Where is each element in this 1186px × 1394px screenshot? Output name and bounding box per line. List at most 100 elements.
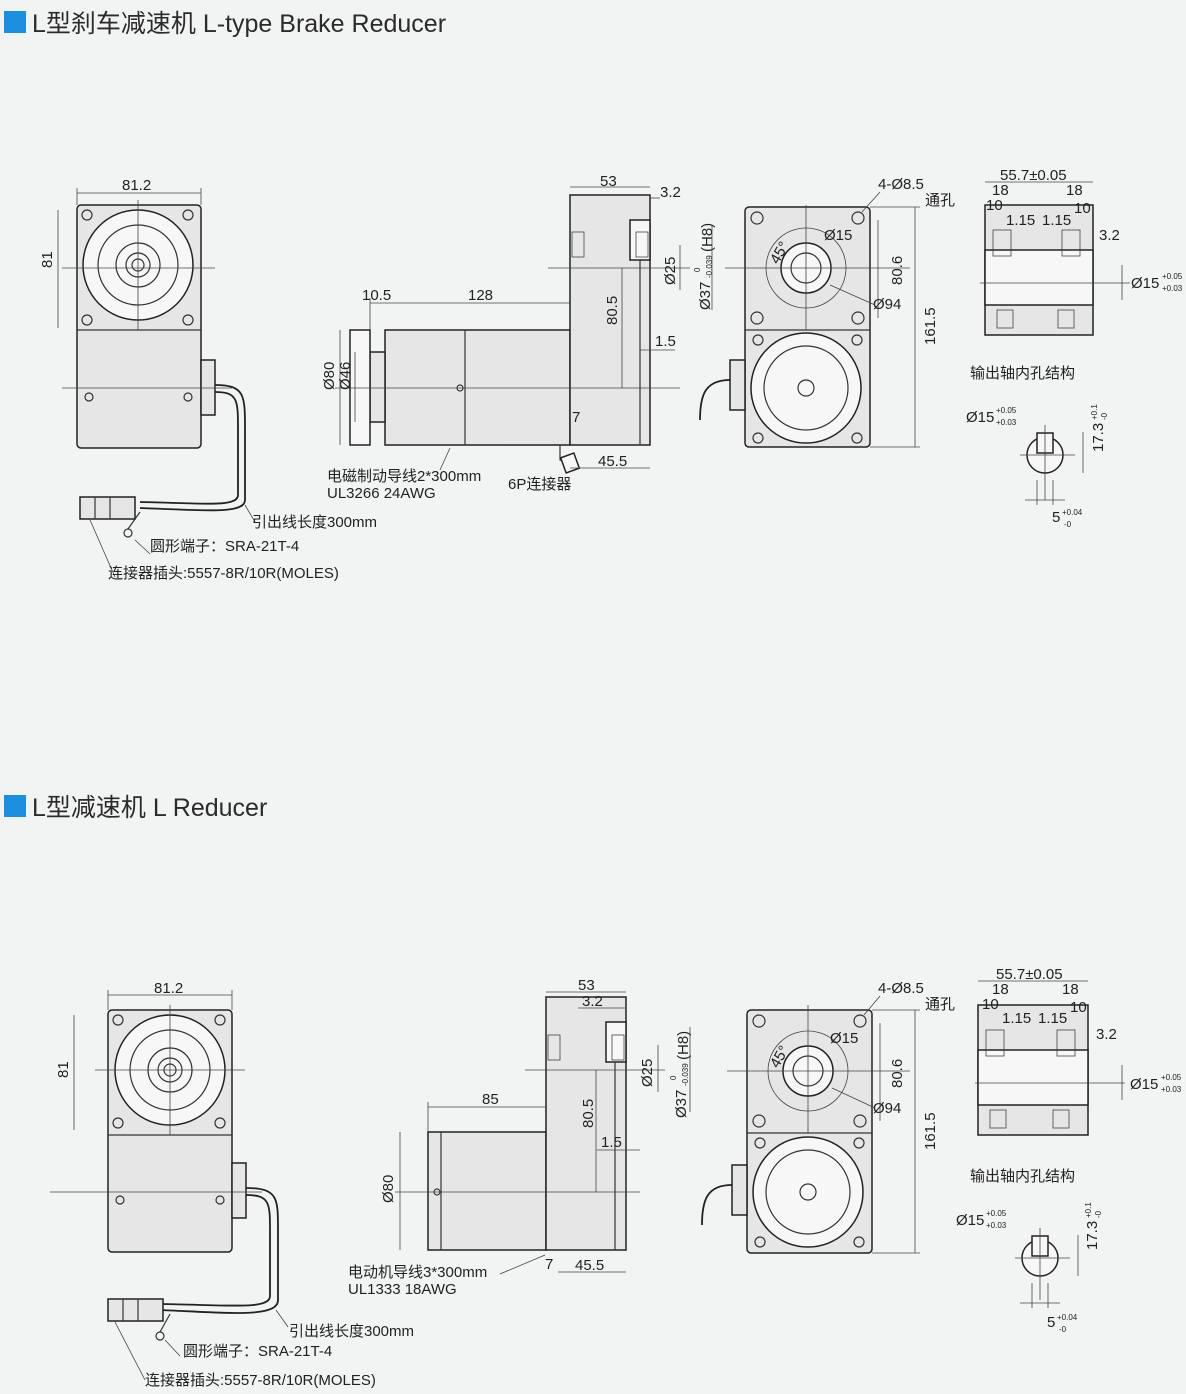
dim-detail-dia-tol-top: +0.05 (1161, 1073, 1182, 1082)
dim-detail-key-w-bot: -0 (1059, 1325, 1067, 1334)
end-view-brake: 161.5 80.6 4-Ø8.5 通孔 Ø15 45° Ø94 (699, 176, 955, 448)
dim-detail-key-h-bot: -0 (1094, 1210, 1103, 1218)
dim-front-height: 81 (39, 251, 56, 268)
note-plug: 连接器插头:5557-8R/10R(MOLES) (108, 565, 339, 582)
dim-end-d94: Ø94 (873, 1100, 901, 1117)
dim-detail-key-h: 17.3 (1084, 1221, 1101, 1250)
dim-front-width: 81.2 (122, 177, 151, 194)
dim-side-bore-tol-top: 0 (693, 267, 702, 272)
note-lead-a: 电动机导线3*300mm (348, 1264, 487, 1281)
dim-side-bore-tol: -0.039 (705, 255, 714, 278)
detail-caption: 输出轴内孔结构 (970, 1168, 1075, 1185)
note-terminal: 圆形端子：SRA-21T-4 (183, 1343, 332, 1360)
dim-end-h806: 80.6 (889, 256, 906, 285)
dim-side-bore: Ø37 (697, 282, 714, 310)
dim-side-g: 7 (572, 409, 580, 426)
dim-detail-key-w: 5 (1052, 509, 1060, 526)
side-view-reducer: 53 3.2 85 80.5 1.5 7 45.5 Ø80 Ø25 Ø37 0 … (145, 977, 692, 1389)
dim-detail-dia-tol-top: +0.05 (1162, 272, 1183, 281)
dim-detail-18a: 18 (992, 981, 1009, 998)
note-lead-len: 引出线长度300mm (289, 1323, 414, 1340)
dim-side-h: 45.5 (575, 1257, 604, 1274)
dim-detail-top: 55.7±0.05 (996, 966, 1063, 983)
dim-detail-10b: 10 (1074, 200, 1091, 217)
section-title-text: L型减速机 L Reducer (32, 794, 268, 822)
dim-detail-32: 3.2 (1096, 1026, 1117, 1043)
dim-end-holes: 4-Ø8.5 (878, 980, 924, 997)
dim-detail-top: 55.7±0.05 (1000, 167, 1067, 184)
dim-side-b: 128 (468, 287, 493, 304)
dim-detail-dia2-tol-bot: +0.03 (996, 418, 1017, 427)
dim-side-d: 3.2 (582, 993, 603, 1010)
dim-end-holes: 4-Ø8.5 (878, 176, 924, 193)
dim-side-dia1: Ø80 (321, 362, 338, 390)
note-connector6p: 6P连接器 (508, 476, 571, 493)
dim-end-h1615: 161.5 (922, 307, 939, 345)
dim-side-d: 3.2 (660, 184, 681, 201)
dim-side-bore-tol-top: 0 (669, 1075, 678, 1080)
dim-detail-dia2-tol-bot: +0.03 (986, 1221, 1007, 1230)
dim-detail-key-h-top: +0.1 (1084, 1202, 1093, 1218)
section-title-reducer: L型减速机 L Reducer (4, 788, 267, 824)
dim-end-h806: 80.6 (889, 1059, 906, 1088)
dim-side-shaft: Ø25 (639, 1059, 656, 1087)
detail-caption: 输出轴内孔结构 (970, 365, 1075, 382)
dim-detail-18b: 18 (1062, 981, 1079, 998)
dim-side-shaft: Ø25 (662, 257, 679, 285)
dim-detail-dia2: Ø15 (966, 409, 994, 426)
dim-end-d15: Ø15 (824, 227, 852, 244)
dim-side-bore: Ø37 (673, 1090, 690, 1118)
front-view-reducer: 81.2 81 (50, 980, 289, 1381)
note-lead-b: UL1333 18AWG (348, 1281, 457, 1298)
dim-side-g: 7 (545, 1256, 553, 1273)
dim-end-h1615: 161.5 (922, 1112, 939, 1150)
dim-detail-32: 3.2 (1099, 227, 1120, 244)
dim-side-c: 53 (578, 977, 595, 994)
note-plug: 连接器插头:5557-8R/10R(MOLES) (145, 1372, 376, 1389)
dim-detail-key-h-bot: -0 (1100, 412, 1109, 420)
dim-side-e: 80.5 (580, 1099, 597, 1128)
dim-side-dia2: Ø46 (337, 362, 354, 390)
dim-detail-dia-tol-bot: +0.03 (1162, 284, 1183, 293)
dim-side-a: 10.5 (362, 287, 391, 304)
dim-detail-dia-tol-bot: +0.03 (1161, 1085, 1182, 1094)
dim-detail-10a: 10 (982, 996, 999, 1013)
dim-end-d94: Ø94 (873, 296, 901, 313)
dim-side-f: 1.5 (655, 333, 676, 350)
dim-side-e: 80.5 (604, 296, 621, 325)
dim-detail-dia: Ø15 (1130, 1076, 1158, 1093)
dim-front-width: 81.2 (154, 980, 183, 997)
side-view-brake: 53 3.2 10.5 128 80.5 1.5 7 45.5 Ø80 Ø46 … (108, 173, 716, 582)
dim-side-bore-fit: (H8) (675, 1031, 692, 1060)
dim-detail-115b: 1.15 (1038, 1010, 1067, 1027)
section-title-brake: L型刹车减速机 L-type Brake Reducer (4, 4, 446, 40)
dim-detail-115a: 1.15 (1002, 1010, 1031, 1027)
dim-detail-18b: 18 (1066, 182, 1083, 199)
dim-side-bore-tol: -0.039 (681, 1063, 690, 1086)
dim-side-h: 45.5 (598, 453, 627, 470)
dim-detail-10b: 10 (1070, 999, 1087, 1016)
dim-detail-18a: 18 (992, 182, 1009, 199)
dim-front-height: 81 (55, 1061, 72, 1078)
note-lead-len: 引出线长度300mm (252, 514, 377, 531)
dim-detail-key-w: 5 (1047, 1314, 1055, 1331)
dim-end-d15: Ø15 (830, 1030, 858, 1047)
front-view-brake: 81.2 81 (39, 177, 256, 578)
dim-detail-key-w-top: +0.04 (1062, 508, 1083, 517)
section-title-text: L型刹车减速机 L-type Brake Reducer (32, 10, 447, 38)
dim-side-dia1: Ø80 (380, 1175, 397, 1203)
dim-side-b: 85 (482, 1091, 499, 1108)
dim-side-c: 53 (600, 173, 617, 190)
dim-detail-key-h: 17.3 (1090, 423, 1107, 452)
note-terminal: 圆形端子：SRA-21T-4 (150, 538, 299, 555)
detail-view-brake: 55.7±0.05 18 18 10 10 1.15 1.15 3.2 Ø15 … (966, 167, 1183, 529)
end-view-reducer: 161.5 80.6 4-Ø8.5 通孔 Ø15 45° Ø94 (701, 980, 955, 1254)
dim-detail-key-h-top: +0.1 (1090, 404, 1099, 420)
dim-side-f: 1.5 (601, 1134, 622, 1151)
dim-detail-key-w-top: +0.04 (1057, 1313, 1078, 1322)
note-lead-b: UL3266 24AWG (327, 485, 436, 502)
dim-detail-key-w-bot: -0 (1064, 520, 1072, 529)
dim-detail-115b: 1.15 (1042, 212, 1071, 229)
dim-detail-10a: 10 (986, 197, 1003, 214)
